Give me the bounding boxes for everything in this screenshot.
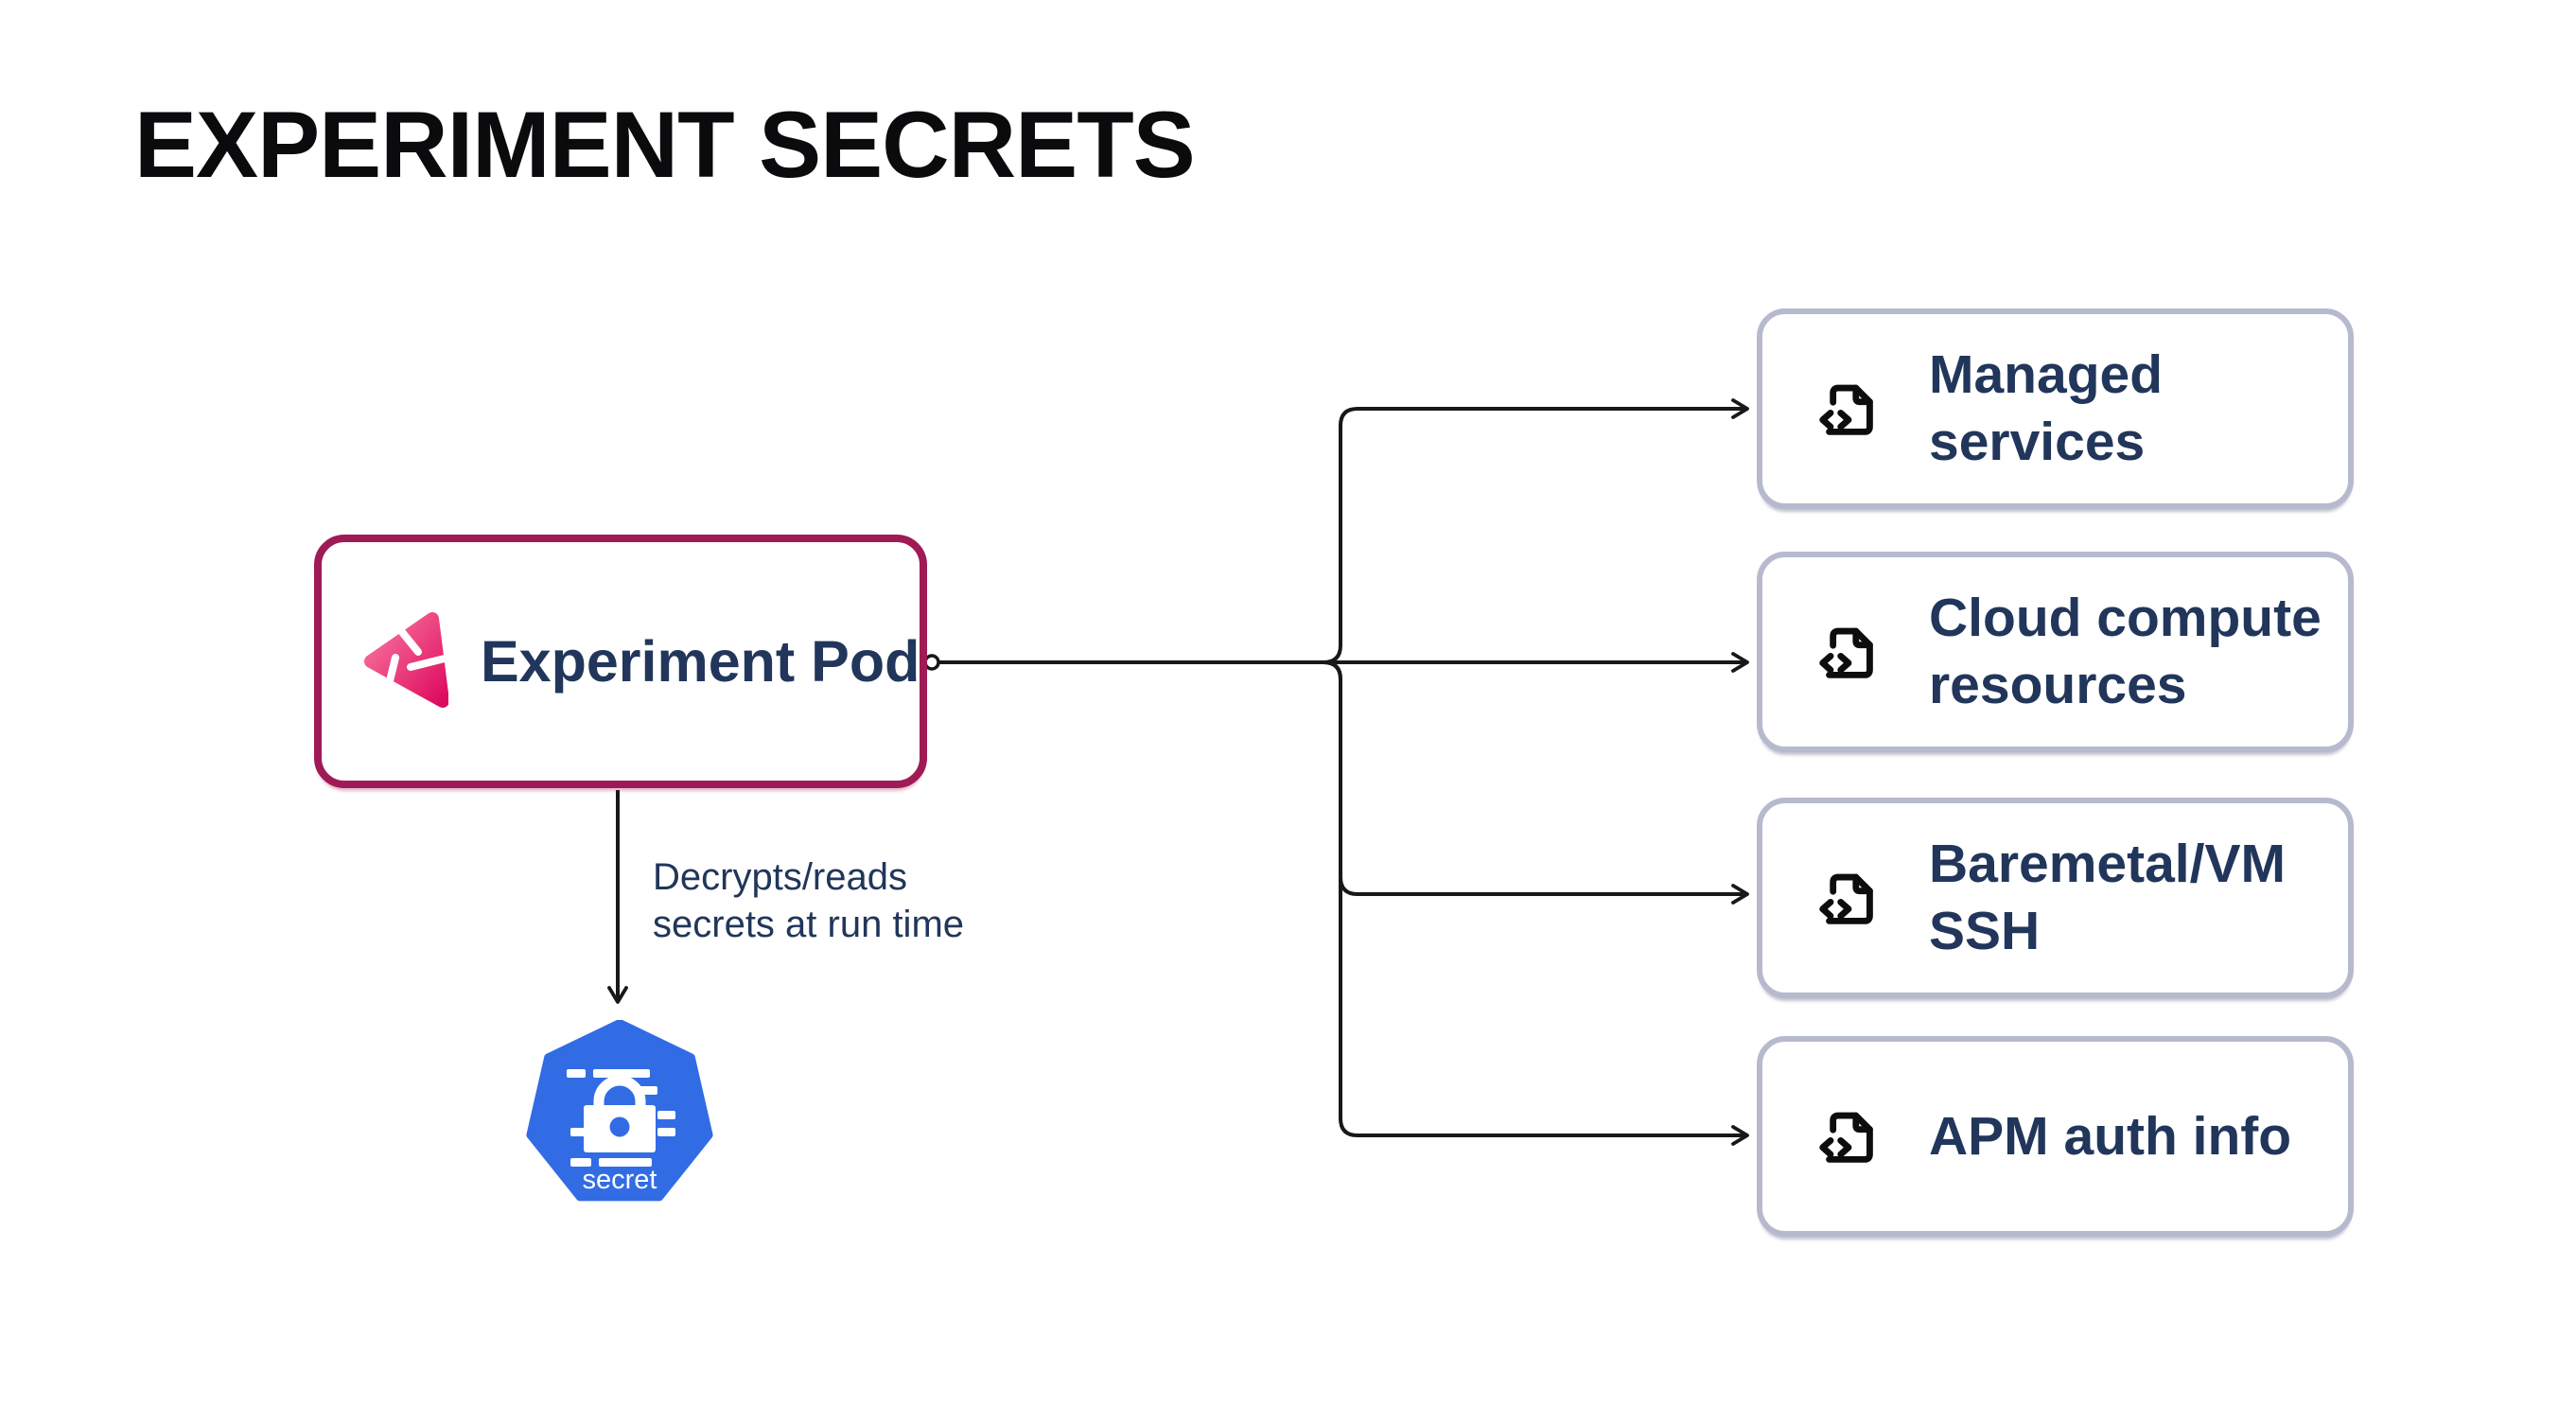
connector-source-port (923, 654, 940, 671)
file-code-icon (1819, 627, 1873, 678)
kubernetes-secret-node[interactable]: secret (525, 1020, 714, 1209)
lock-shackle (593, 1075, 646, 1108)
target-label-line2: services (1929, 412, 2146, 472)
target-label-line1: Managed (1929, 344, 2164, 405)
target-label: Managed services (1929, 342, 2163, 476)
kubernetes-secret-icon: secret (526, 1020, 713, 1202)
target-node-managed-services[interactable]: Managed services (1757, 308, 2354, 509)
edge-label-line1: Decrypts/reads (653, 856, 907, 898)
edge-label: Decrypts/reads secrets at run time (653, 853, 964, 948)
lock-keyhole (609, 1116, 630, 1137)
target-node-cloud-compute-resources[interactable]: Cloud compute resources (1757, 552, 2354, 752)
secret-node-label: secret (583, 1165, 657, 1195)
target-node-baremetal-vm-ssh[interactable]: Baremetal/VM SSH (1757, 798, 2354, 998)
file-code-icon (1819, 873, 1873, 924)
connector-pod-to-baremetal-vm-ssh (939, 660, 1749, 905)
target-label-line2: resources (1929, 655, 2187, 715)
page-title: EXPERIMENT SECRETS (134, 92, 1196, 197)
target-label-line1: Baremetal/VM (1929, 834, 2286, 894)
target-label: Baremetal/VM SSH (1929, 831, 2286, 965)
target-label: Cloud compute resources (1929, 585, 2322, 719)
experiment-pod-label: Experiment Pod (481, 629, 920, 694)
target-node-apm-auth-info[interactable]: APM auth info (1757, 1036, 2354, 1237)
experiment-pod-node[interactable]: Experiment Pod (314, 535, 927, 788)
target-label-line1: APM auth info (1929, 1105, 2292, 1167)
connector-pod-to-apm-auth-info (939, 660, 1749, 1146)
target-label: APM auth info (1929, 1103, 2291, 1170)
edge-label-line2: secrets at run time (653, 904, 965, 945)
file-code-icon (1819, 384, 1873, 435)
connector-pod-to-managed-services (939, 398, 1749, 664)
litmus-chaos-experiment-icon (364, 612, 448, 708)
file-code-icon (1819, 1112, 1873, 1163)
target-label-line2: SSH (1929, 901, 2041, 961)
target-label-line1: Cloud compute (1929, 588, 2322, 648)
